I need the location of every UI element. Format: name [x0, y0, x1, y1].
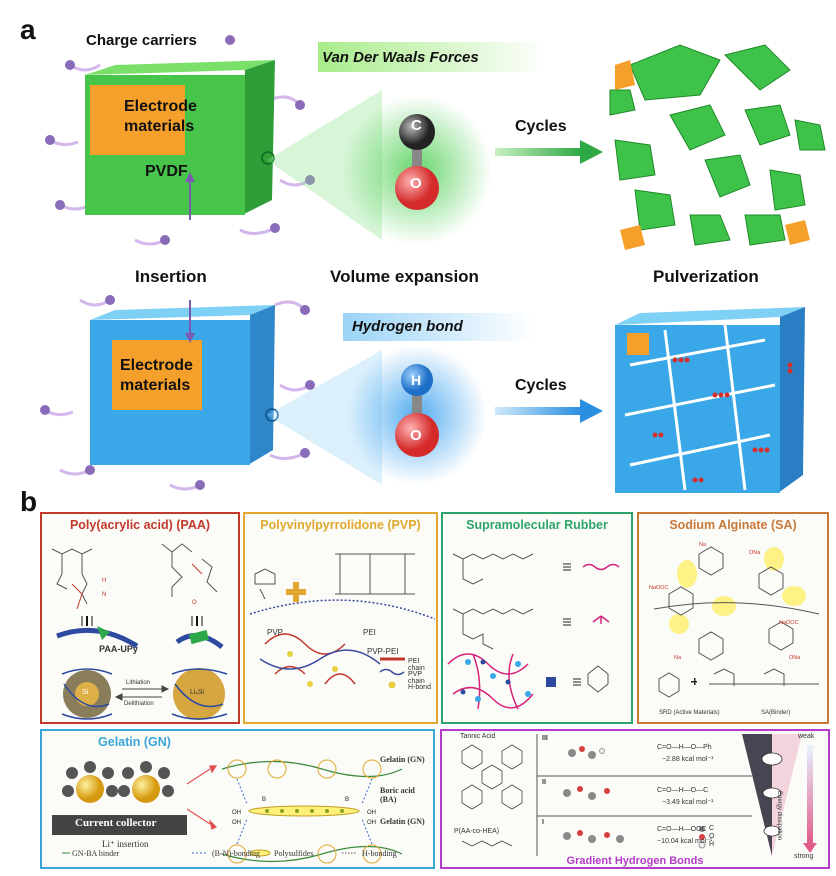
paa-diagram: H N O: [42, 534, 238, 724]
svg-text:NaOOC: NaOOC: [649, 585, 669, 591]
paa-box: Poly(acrylic acid) (PAA) H N O: [40, 512, 240, 724]
pulverized-fragments: [595, 30, 830, 260]
si-label: Si: [82, 689, 88, 696]
svg-text:N: N: [102, 592, 106, 598]
gn-ba-binder-label: GN-BA binder: [72, 849, 119, 858]
row-i-energy: −10.04 kcal mol⁻¹: [657, 837, 712, 845]
pvp-pei-label: PVP-PEI: [367, 647, 399, 656]
rubber-box: Supramolecular Rubber: [441, 512, 633, 724]
svg-text:OH: OH: [232, 810, 241, 816]
weak-label: weak: [798, 733, 814, 740]
row-iii-energy: −2.88 kcal mol⁻¹: [662, 755, 713, 763]
energy-dissipation-label: Energy dissipation: [776, 791, 782, 840]
cycles-label-bottom: Cycles: [515, 377, 567, 395]
electrode-label-line1: Electrode: [124, 98, 197, 116]
volume-expansion-label: Volume expansion: [330, 267, 479, 287]
gelatin-title: Gelatin (GN): [42, 735, 227, 749]
svg-text:OH: OH: [232, 820, 241, 826]
panel-a-letter: a: [20, 14, 36, 46]
gelatin-gn-bottom-label: Gelatin (GN): [380, 817, 425, 826]
electrode-label-bottom-line1: Electrode: [120, 357, 193, 375]
svg-text:B: B: [345, 797, 349, 803]
row-i-bond: C=O—H—OOC: [657, 826, 707, 833]
srd-label: SRD (Active Materials): [659, 710, 720, 716]
row-iii-bond: C=O—H—O—Ph: [657, 744, 712, 751]
pvp-box: Polyvinylpyrrolidone (PVP) PVP PEI PVP-P…: [243, 512, 438, 724]
cycles-label-top: Cycles: [515, 118, 567, 136]
pulverization-label: Pulverization: [653, 267, 759, 287]
gradient-diagram: [442, 731, 828, 867]
atom-legend-c: C: [709, 825, 714, 832]
gelatin-gn-top-label: Gelatin (GN): [380, 755, 425, 764]
svg-text:NaOOC: NaOOC: [779, 620, 799, 626]
sa-binder-label: SA(Binder): [761, 710, 790, 716]
row-iii-roman: III: [542, 735, 548, 742]
gelatin-box: Gelatin (GN): [40, 729, 435, 869]
row-ii-roman: II: [542, 779, 546, 786]
gradient-title: Gradient Hydrogen Bonds: [442, 855, 828, 867]
atom-legend-h: H: [709, 841, 714, 848]
lithiation-label: Lithiation: [126, 680, 150, 686]
cycles-arrow-bottom: [495, 397, 605, 427]
row-ii-energy: −3.49 kcal mol⁻¹: [662, 798, 713, 806]
svg-text:B: B: [262, 797, 266, 803]
row-ii-bond: C=O—H—O—C: [657, 787, 708, 794]
svg-text:O: O: [192, 600, 197, 606]
pei-label: PEI: [363, 628, 376, 637]
vdw-label: Van Der Waals Forces: [322, 49, 479, 66]
gradient-box: Tannic Acid P(AA-co-HEA) III C=O—H—O—Ph …: [440, 729, 830, 869]
cycles-arrow-top: [495, 138, 605, 168]
rubber-diagram: [443, 534, 631, 724]
blue-fractured-cube: [605, 305, 815, 500]
legend-pei-chain: PEI chain: [408, 658, 436, 672]
oh-molecule-diagram: [262, 330, 512, 500]
svg-text:ONa: ONa: [789, 655, 801, 661]
pvp-title: Polyvinylpyrrolidone (PVP): [245, 518, 436, 532]
paa-upy-label: PAA-UPy: [99, 644, 138, 654]
svg-text:OH: OH: [367, 820, 376, 826]
rubber-title: Supramolecular Rubber: [443, 518, 631, 532]
atom-o-label-bottom: O: [410, 427, 422, 444]
atom-h-label: H: [411, 372, 421, 388]
current-collector-label: Current collector: [75, 817, 156, 829]
atom-c-label: C: [411, 117, 422, 134]
charge-carriers-label: Charge carriers: [86, 32, 197, 49]
svg-text:ONa: ONa: [749, 550, 761, 556]
paa-title: Poly(acrylic acid) (PAA): [42, 518, 238, 532]
polysulfides-label: Polysulfides: [274, 849, 314, 858]
row-i-roman: I: [542, 819, 544, 826]
panel-b-letter: b: [20, 486, 37, 518]
sa-title: Sodium Alginate (SA): [639, 518, 827, 532]
insertion-label: Insertion: [135, 267, 207, 287]
svg-text:H: H: [102, 578, 106, 584]
electrode-label-bottom-line2: materials: [120, 377, 190, 395]
pvp-label: PVP: [267, 628, 283, 637]
boric-acid-label: Boric acid (BA): [380, 786, 433, 804]
atom-o-label-top: O: [410, 175, 422, 192]
svg-text:Na: Na: [699, 542, 707, 548]
co-molecule-diagram: [262, 70, 512, 260]
legend-h-bond: H-bond: [408, 684, 431, 691]
lixsi-label: LiₓSi: [190, 689, 204, 696]
delithiation-label: Delithiation: [124, 701, 154, 707]
bn-bonding-label: (B-N)-bonding: [212, 849, 260, 858]
legend-pvp-chain: PVP chain: [408, 671, 436, 685]
svg-text:Na: Na: [674, 655, 682, 661]
electrode-label-line2: materials: [124, 118, 194, 136]
atom-legend-o: O: [709, 833, 714, 840]
svg-text:OH: OH: [367, 810, 376, 816]
h-bonding-label: H-bonding: [362, 849, 397, 858]
pvdf-label: PVDF: [145, 163, 188, 181]
